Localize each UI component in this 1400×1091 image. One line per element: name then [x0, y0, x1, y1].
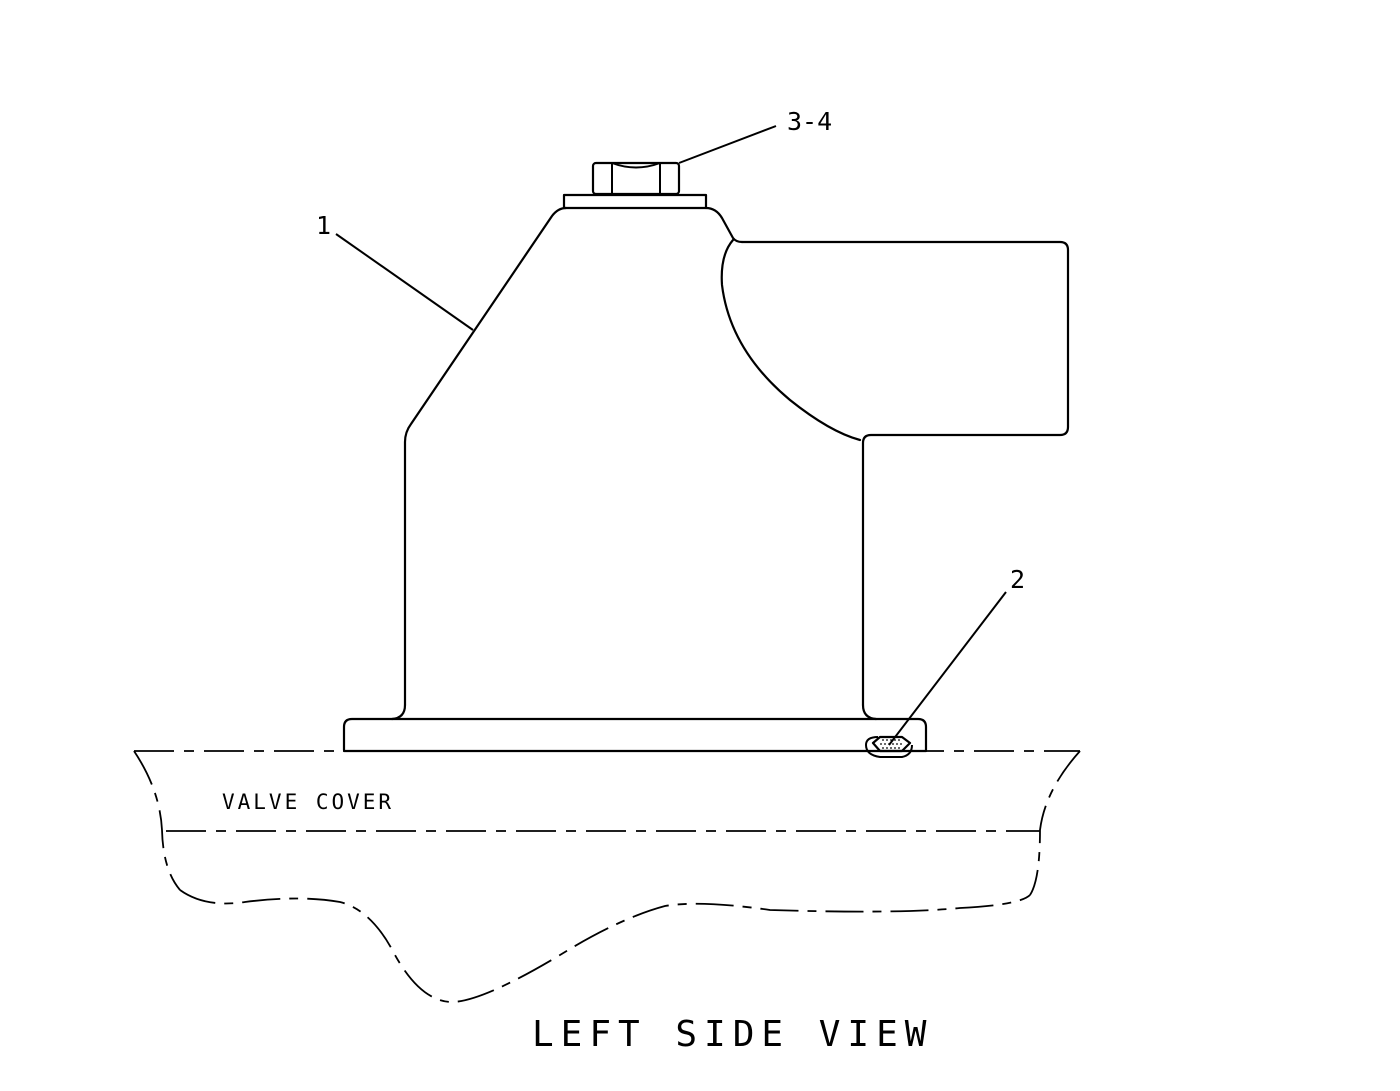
bolt-head: [591, 161, 681, 196]
valve-cover-right-edge: [1029, 750, 1081, 896]
outlet-inner-curve: [720, 238, 862, 442]
callout-part2: 2: [1010, 565, 1025, 594]
o-ring-seal: [865, 735, 913, 758]
callout-part1: 1: [316, 211, 331, 240]
outlet-outline: [740, 240, 1070, 707]
base-flange: [342, 717, 928, 752]
housing-left-outline: [403, 206, 568, 707]
valve-cover-left-edge: [133, 750, 181, 891]
washer: [562, 193, 708, 210]
housing-right-fillet: [861, 703, 878, 721]
valve-cover-phantom: [133, 749, 1081, 1003]
housing-left-fillet: [390, 703, 407, 721]
valve-cover-break-line: [179, 889, 1031, 1003]
view-title: LEFT SIDE VIEW: [532, 1014, 933, 1055]
valve-cover-label: VALVE COVER: [222, 790, 394, 814]
housing-body: [390, 206, 1070, 721]
housing-right-shoulder: [704, 206, 744, 244]
leader-part1: [335, 233, 474, 331]
callout-part3-4: 3-4: [787, 107, 832, 136]
leader-part3-4: [678, 125, 777, 164]
leader-part2: [888, 591, 1007, 746]
